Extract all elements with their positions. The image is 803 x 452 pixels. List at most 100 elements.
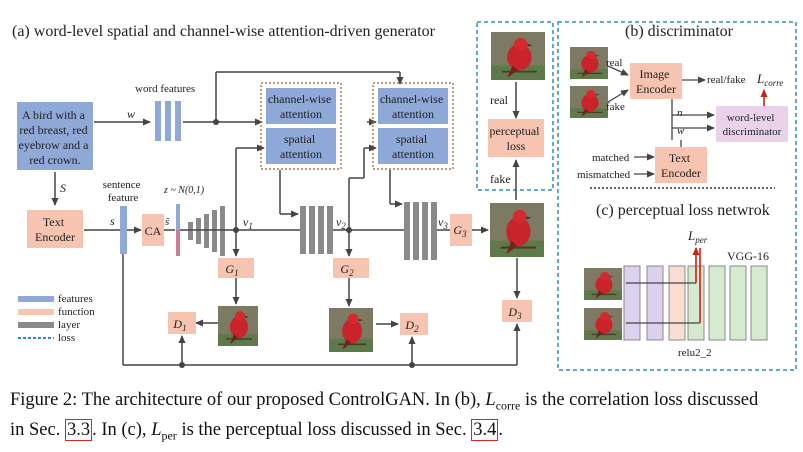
fake-label: fake [490, 172, 511, 186]
word-feature-bar [165, 101, 171, 141]
g1-block [218, 258, 254, 278]
sentence-feature-label: sentence feature [103, 179, 144, 204]
d2-label: D2 [404, 318, 419, 334]
v1-label: v1 [243, 215, 253, 231]
noise-bar-top [176, 204, 180, 230]
relu-label: relu2_2 [678, 347, 712, 359]
legend-layer-swatch [18, 322, 54, 328]
perceptual-loss-block [488, 119, 544, 157]
disc-text-encoder [655, 147, 707, 183]
input-text: A bird with a red breast, red eyebrow an… [19, 108, 92, 167]
vgg-layer [623, 265, 641, 341]
word-level-disc-label: word-level discriminator [723, 112, 782, 138]
disc-real-image [569, 46, 609, 80]
generated-image-128 [328, 307, 374, 353]
word-feature-bar [175, 101, 181, 141]
vgg-layer [646, 265, 664, 341]
label-n: n [677, 107, 683, 119]
legend-layer: layer [58, 319, 80, 331]
disc-real-label: real [606, 57, 622, 69]
vgg-layer [750, 265, 768, 341]
text-encoder-label: Text Encoder [35, 215, 75, 244]
vgg-layer [668, 265, 686, 341]
text-encoder [27, 210, 83, 248]
spatial-attention-2 [378, 128, 448, 164]
layer [422, 202, 428, 260]
g2-block [333, 258, 369, 278]
label-w: w [127, 107, 135, 121]
layer [196, 218, 201, 244]
image-encoder [630, 63, 682, 99]
disc-fake-label: fake [606, 101, 625, 113]
spatial-attention-1 [266, 128, 336, 164]
spatial-attention-2-label: spatial attention [392, 132, 434, 161]
noise-label: z ~ N(0,1) [163, 185, 205, 196]
vgg-layer [708, 265, 726, 341]
g3-block [450, 214, 472, 246]
generated-image-256 [488, 201, 546, 259]
legend-loss: loss [58, 332, 75, 344]
disc-fake-image [569, 85, 609, 119]
layer [188, 222, 193, 240]
layer [220, 206, 225, 256]
generated-image-64 [217, 305, 259, 347]
section-ref-link[interactable]: 3.3 [64, 418, 93, 441]
v2-label: v2 [336, 215, 346, 231]
generator-title: (a) word-level spatial and channel-wise … [12, 23, 436, 40]
d3-block [502, 300, 532, 322]
figure-caption: Figure 2: The architecture of our propos… [10, 390, 759, 443]
channel-attention-2-label: channel-wise attention [380, 92, 446, 121]
layer [318, 206, 324, 254]
attention-block-1 [260, 82, 342, 170]
channel-attention-1-label: channel-wise attention [268, 92, 334, 121]
g2-label: G2 [340, 262, 354, 278]
layer [309, 206, 315, 254]
d2-block [400, 313, 428, 335]
d1-label: D1 [172, 317, 186, 333]
matched-label: matched [592, 152, 630, 164]
real-label: real [490, 93, 509, 107]
image-encoder-label: Image Encoder [636, 67, 676, 96]
discriminator-panel [557, 21, 797, 371]
g3-label: G3 [453, 223, 467, 239]
perceptual-loss-label: perceptual loss [490, 124, 543, 153]
layer [404, 202, 410, 260]
layer [327, 206, 333, 254]
layer [413, 202, 419, 260]
real-fake-label: real/fake [707, 74, 746, 86]
label-S: S [60, 181, 66, 195]
channel-attention-2 [378, 88, 448, 124]
d1-block [168, 312, 196, 334]
layer [431, 202, 437, 260]
layer [204, 214, 209, 248]
section-ref-link[interactable]: 3.4 [471, 418, 499, 441]
sentence-feature-bar [120, 206, 127, 254]
discriminator-title: (b) discriminator [625, 23, 734, 40]
input-text-box [17, 102, 93, 170]
legend-function-swatch [18, 309, 54, 315]
channel-attention-1 [266, 88, 336, 124]
disc-text-encoder-label: Text Encoder [661, 151, 701, 180]
ca-block [142, 214, 164, 246]
label-w2: w [677, 125, 685, 137]
word-level-discriminator [716, 106, 788, 142]
vgg-layer [729, 265, 747, 341]
architecture-diagram: (a) word-level spatial and channel-wise … [12, 21, 797, 371]
real-image [489, 30, 547, 82]
label-s-tilde: s̃ [165, 216, 170, 228]
vgg-input-fake [583, 307, 623, 341]
legend-features-swatch [18, 296, 54, 302]
attention-block-2 [372, 82, 454, 170]
d3-label: D3 [507, 305, 522, 321]
word-features-label: word features [135, 83, 195, 95]
vgg-label: VGG-16 [727, 249, 769, 263]
layer [300, 206, 306, 254]
label-s: s [110, 214, 115, 228]
word-feature-bar [155, 101, 161, 141]
ca-label: CA [145, 224, 162, 238]
perceptual-network-title: (c) perceptual loss netwrok [596, 202, 770, 219]
spatial-attention-1-label: spatial attention [280, 132, 322, 161]
perceptual-loss-panel [476, 21, 554, 191]
vgg-input-real [583, 267, 623, 301]
